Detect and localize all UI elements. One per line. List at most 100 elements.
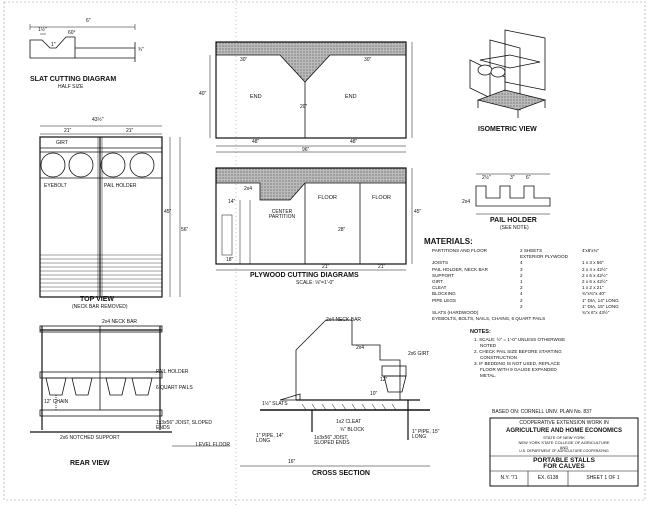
materials-size: 2 x 4 x 42½": [582, 266, 608, 272]
plan-title-2: FOR CALVES: [543, 463, 585, 470]
rear-chain-label: 12" CHAIN: [44, 399, 69, 405]
top-view-title: TOP VIEW: [80, 296, 114, 303]
coop-line-2: AGRICULTURE AND HOME ECONOMICS: [506, 428, 622, 434]
top-girt-label: GIRT: [56, 140, 68, 146]
cross-dim-10: 10": [370, 391, 378, 397]
pail-dim-b: 3": [510, 175, 515, 181]
materials-size: 1 x 2 x 21": [582, 285, 604, 291]
top-dim-side: 45": [164, 209, 172, 215]
slat-dim-angle: 60°: [68, 30, 76, 36]
materials-size: 1" DIA, 14" LONG: [582, 297, 619, 303]
cross-slats-label: 1½" SLATS: [262, 401, 288, 407]
cross-joist-label: 1x3x56" JOIST, SLOPED ENDS: [314, 435, 350, 446]
rear-support-label: 2x6 NOTCHED SUPPORT: [60, 435, 120, 441]
materials-row: EXTERIOR PLYWOOD: [432, 254, 637, 260]
note-line: FLOOR WITH 9 GAUGE EXPANDED: [480, 367, 557, 372]
materials-qty: 1: [520, 278, 523, 284]
materials-row: PIPE LEGS 2 1" DIA, 14" LONG: [432, 298, 637, 304]
ply-dim-21a: 21": [322, 264, 330, 270]
ply-dim-18: 18": [226, 257, 234, 263]
top-eyebolt-label: EYEBOLT: [44, 183, 67, 189]
materials-qty: 2: [520, 285, 523, 291]
materials-qty: 2 SHEETS: [520, 248, 543, 253]
top-pail-holder-label: PAIL HOLDER: [104, 183, 137, 189]
plan-title-1: PORTABLE STALLS: [533, 457, 595, 464]
ply-dim-30b: 30": [364, 57, 372, 63]
coop-line-4: NEW YORK STATE COLLEGE OF AGRICULTURE: [518, 440, 610, 445]
isometric-view-drawing: [469, 29, 547, 118]
materials-size: ¾"x¾"x 40": [582, 291, 606, 297]
coop-line-1: COOPERATIVE EXTENSION WORK IN: [519, 420, 609, 426]
materials-item: PIPE LEGS: [432, 297, 457, 303]
note-line: 1. SCALE: ½" = 1'-0" UNLESS OTHERWISE: [474, 337, 566, 342]
cross-block-label: ¾" BLOCK: [340, 427, 365, 433]
ply-floor-b: FLOOR: [372, 195, 391, 201]
cross-dim-16: 16": [288, 459, 296, 465]
materials-qty: 2: [520, 272, 523, 278]
rear-pails-label: 6 QUART PAILS: [156, 385, 193, 391]
ply-dim-28: 28": [338, 227, 346, 233]
cross-pipe-b-label: 1" PIPE, 15" LONG: [412, 429, 440, 440]
slat-diagram-title: SLAT CUTTING DIAGRAM: [30, 76, 117, 83]
pail-dim-2x4: 2x4: [462, 199, 471, 205]
note-line: NOTED: [480, 343, 497, 348]
plywood-floor-sheet: [215, 167, 413, 271]
ply-dim-30a: 30": [240, 57, 248, 63]
coop-line-3: STATE OF NEW YORK: [543, 435, 585, 440]
materials-qty: 4: [520, 291, 523, 297]
coop-line-5: AND: [559, 445, 569, 450]
slat-dim-side: ¾": [138, 47, 144, 53]
ply-dim-48b: 48": [350, 139, 358, 145]
pail-holder-subtitle: (SEE NOTE): [500, 225, 529, 231]
materials-size: 1" DIA, 15" LONG: [582, 303, 619, 309]
materials-item: GIRT: [432, 278, 443, 284]
note-line: 2. CHECK PAIL SIZE BEFORE STARTING: [474, 349, 562, 354]
materials-qty: 2: [520, 303, 523, 309]
materials-item: SUPPORT: [432, 272, 455, 278]
ply-center-partition: CENTER PARTITION: [268, 209, 296, 220]
ply-dim-40: 40": [199, 91, 207, 97]
note-line: CONSTRUCTION: [480, 355, 518, 360]
slat-diagram-subtitle: HALF SIZE: [58, 84, 84, 90]
rear-pail-holder-label: PAIL HOLDER: [156, 369, 189, 375]
materials-qty: 2: [520, 297, 523, 303]
top-view-subtitle: (NECK BAR REMOVED): [72, 304, 128, 310]
materials-size: ¾"x 6"x 43½": [582, 309, 610, 315]
top-dim-l: 21": [64, 128, 72, 134]
materials-qty: 3: [520, 266, 523, 272]
materials-row: EYEBOLTS, BOLTS, NAILS, CHAINS, 6 QUART …: [432, 316, 637, 322]
ply-dim-21b: 21": [378, 264, 386, 270]
cross-cleat-label: 1x2 CLEAT: [336, 419, 362, 425]
ny-year: N.Y. '71: [500, 475, 518, 481]
note-line: METAL.: [480, 373, 497, 378]
rear-joist-label: 1x3x56" JOIST, SLOPED ENDS: [156, 420, 212, 431]
cross-girt-label: 2x6 GIRT: [408, 351, 430, 357]
materials-item: SLATS (HARDWOOD): [432, 309, 479, 315]
materials-row: CLEAT 2 1 x 2 x 21": [432, 285, 637, 291]
rear-level-floor-label: LEVEL FLOOR: [196, 442, 230, 448]
top-dim-side2: 56": [181, 227, 189, 233]
cross-pipe-a-label: 1" PIPE, 14" LONG: [256, 433, 284, 444]
rear-view-title: REAR VIEW: [70, 460, 110, 467]
materials-qty: EXTERIOR PLYWOOD: [520, 254, 568, 260]
cross-dim-2x4: 2x4: [356, 345, 365, 351]
slat-dim-a: 1½": [38, 27, 47, 33]
materials-item: JOISTS: [432, 260, 449, 266]
ply-dim-96: 96": [302, 147, 310, 153]
top-dim-r: 21": [126, 128, 134, 134]
plywood-scale: SCALE: ⅛"=1'-0": [296, 280, 334, 286]
cross-section-drawing: [240, 319, 430, 467]
isometric-title: ISOMETRIC VIEW: [478, 126, 537, 133]
materials-item: CLEAT: [432, 285, 447, 291]
note-line: 3. IF BEDDING IS NOT USED, REPLACE: [474, 361, 560, 366]
materials-title: MATERIALS:: [424, 237, 473, 246]
materials-qty: 4: [520, 260, 523, 266]
ply-end-a: END: [250, 94, 262, 100]
